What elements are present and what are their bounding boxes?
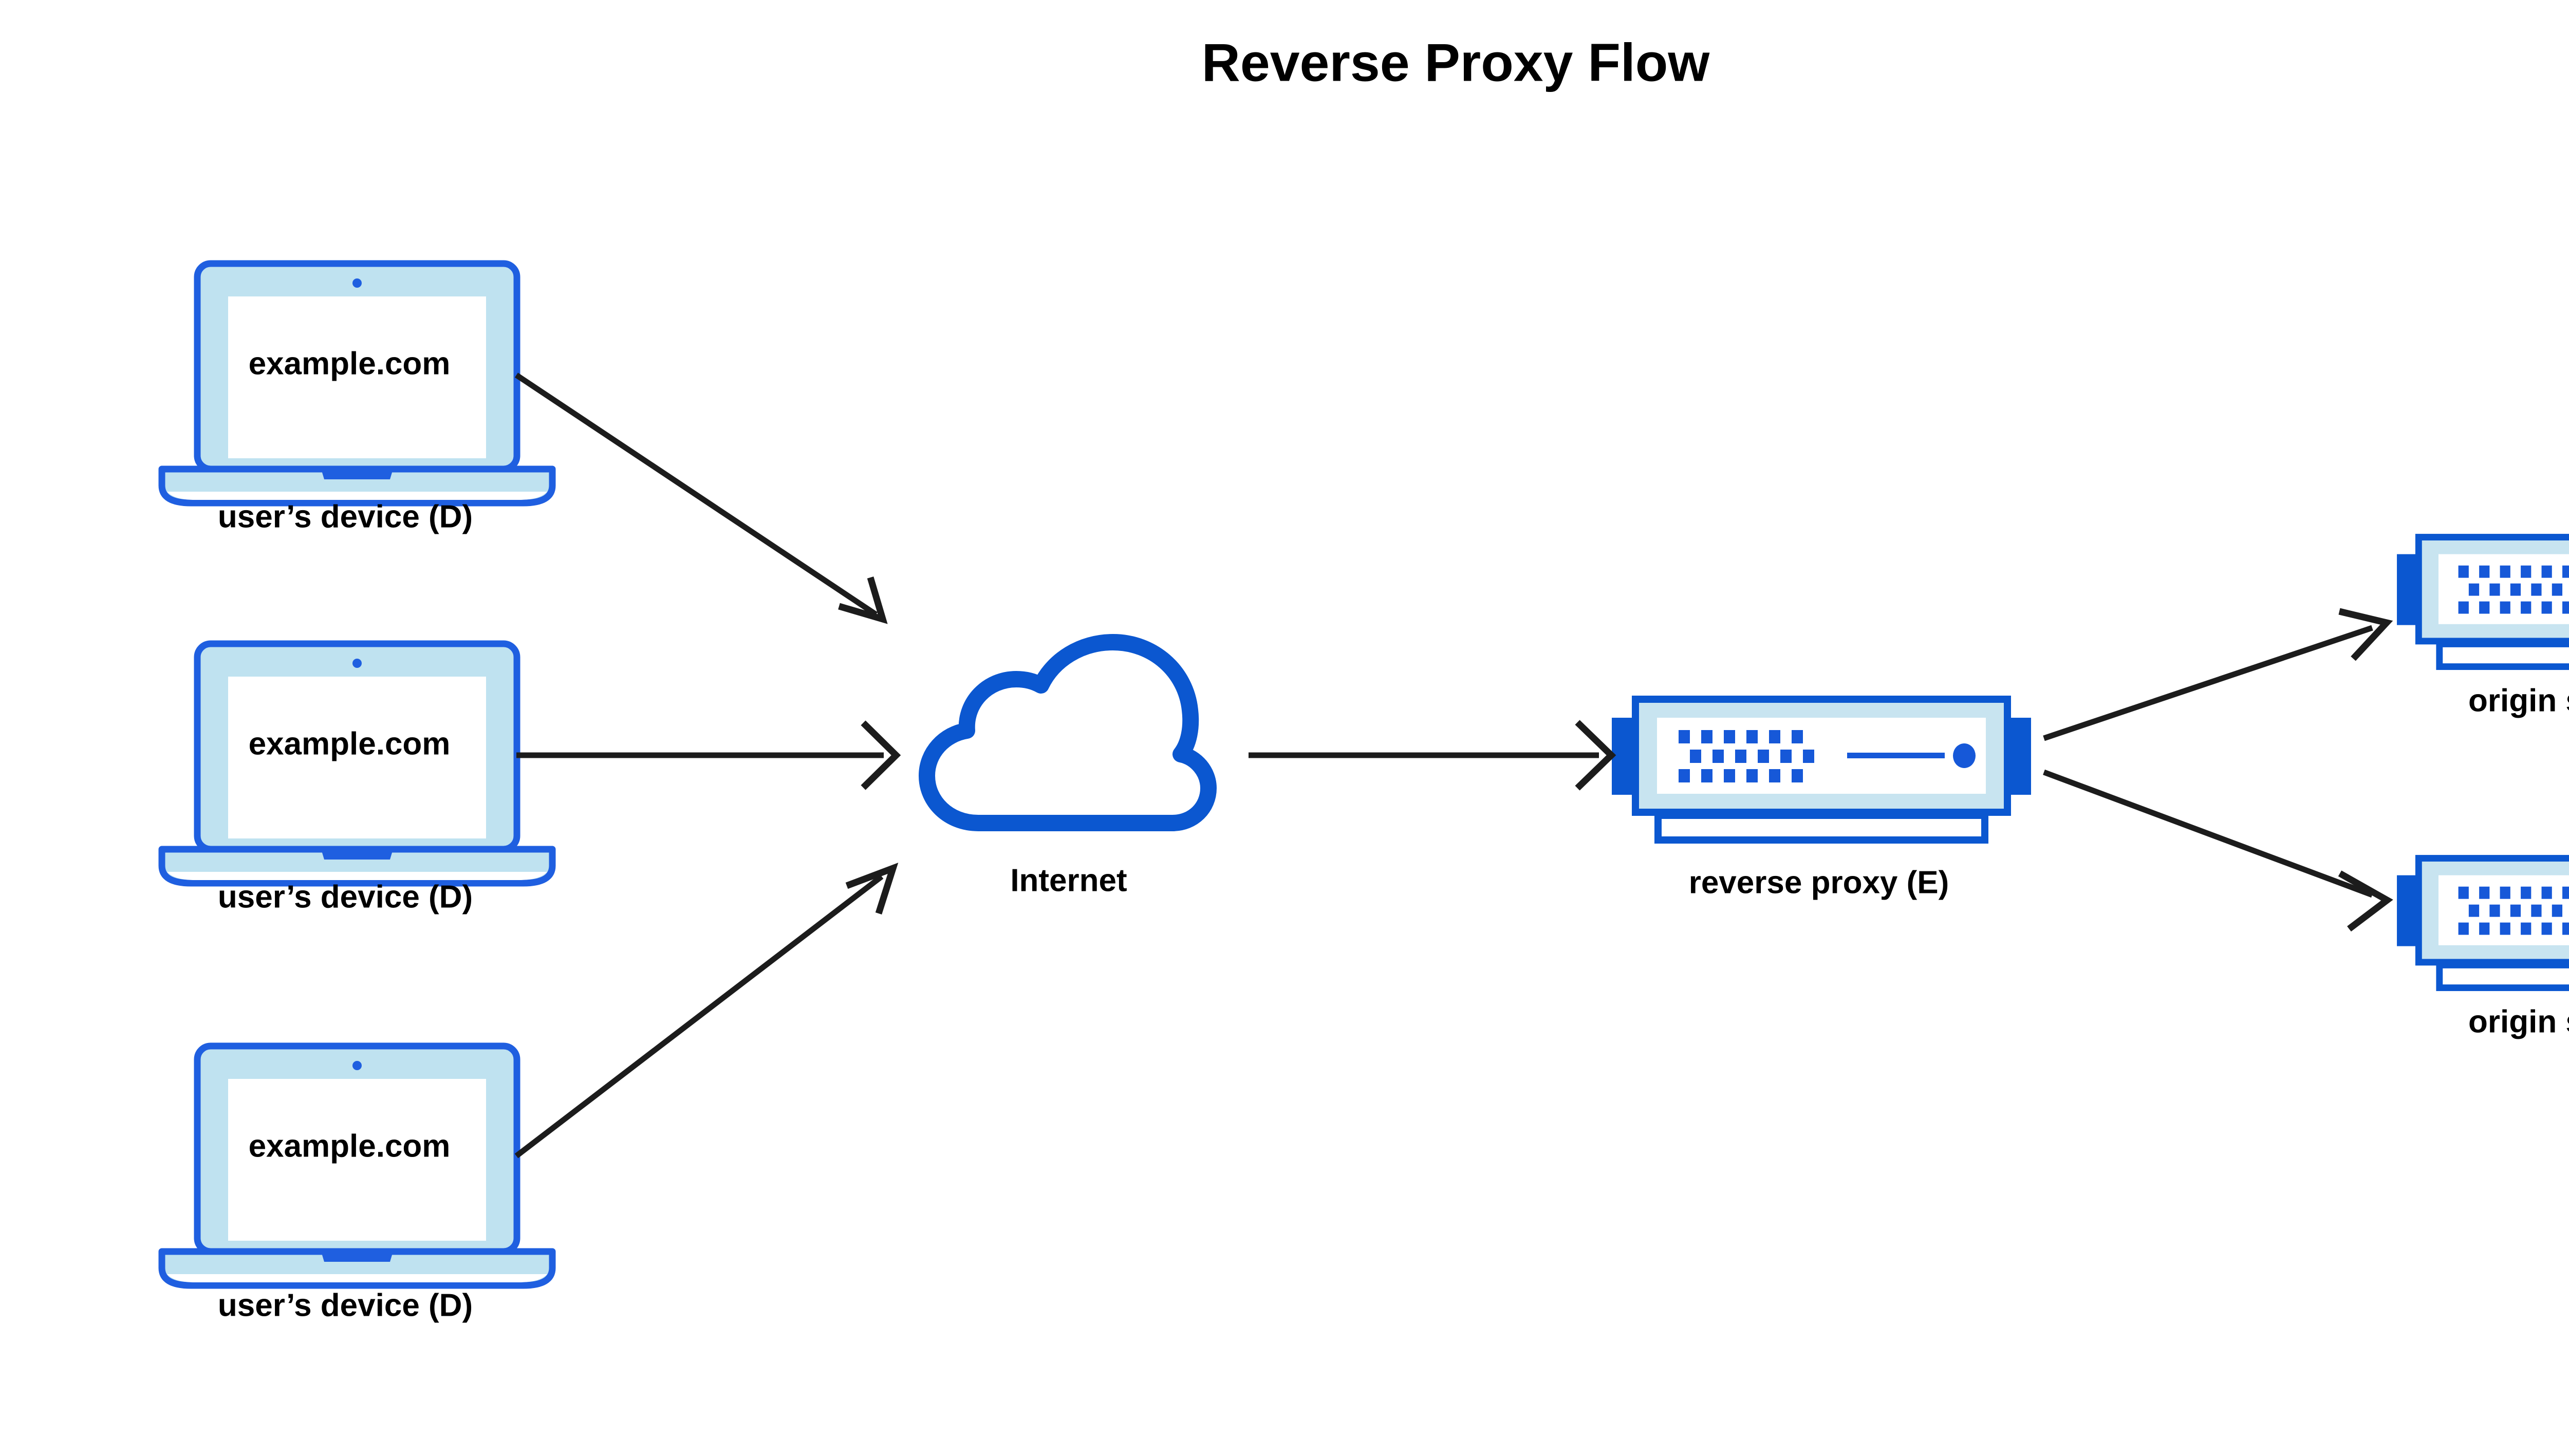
client-node-3[interactable] [162, 1046, 552, 1285]
server-icon [1612, 699, 2031, 840]
client-screen-text-1: example.com [249, 346, 451, 381]
laptop-icon [162, 264, 552, 503]
laptop-icon [162, 1046, 552, 1285]
internet-node[interactable] [919, 634, 1217, 831]
origin-server-label-1: origin server (F) [2468, 683, 2569, 718]
page-title: Reverse Proxy Flow [1202, 33, 1710, 92]
server-icon [2397, 537, 2569, 667]
laptop-icon [162, 644, 552, 883]
client-label-3: user’s device (D) [218, 1287, 473, 1323]
origin-server-node-1[interactable] [2397, 537, 2569, 667]
origin-server-node-2[interactable] [2397, 858, 2569, 988]
internet-label: Internet [1010, 863, 1127, 898]
edge-proxy-to-origin1 [2043, 608, 2393, 741]
edge-client3-to-internet [514, 863, 899, 1159]
client-label-1: user’s device (D) [218, 499, 473, 534]
client-screen-text-2: example.com [249, 726, 451, 761]
edge-proxy-to-origin2 [2043, 769, 2393, 932]
server-icon [2397, 858, 2569, 988]
origin-server-label-2: origin server (F) [2468, 1004, 2569, 1039]
client-screen-text-3: example.com [249, 1128, 451, 1164]
reverse-proxy-node[interactable] [1612, 699, 2031, 840]
cloud-icon [919, 634, 1217, 831]
reverse-proxy-label: reverse proxy (E) [1689, 865, 1949, 900]
client-label-2: user’s device (D) [218, 879, 473, 914]
edge-client1-to-internet [514, 372, 888, 624]
edge-internet-to-proxy [1249, 720, 1616, 791]
client-node-1[interactable] [162, 264, 552, 503]
client-node-2[interactable] [162, 644, 552, 883]
edge-client2-to-internet [516, 720, 901, 790]
